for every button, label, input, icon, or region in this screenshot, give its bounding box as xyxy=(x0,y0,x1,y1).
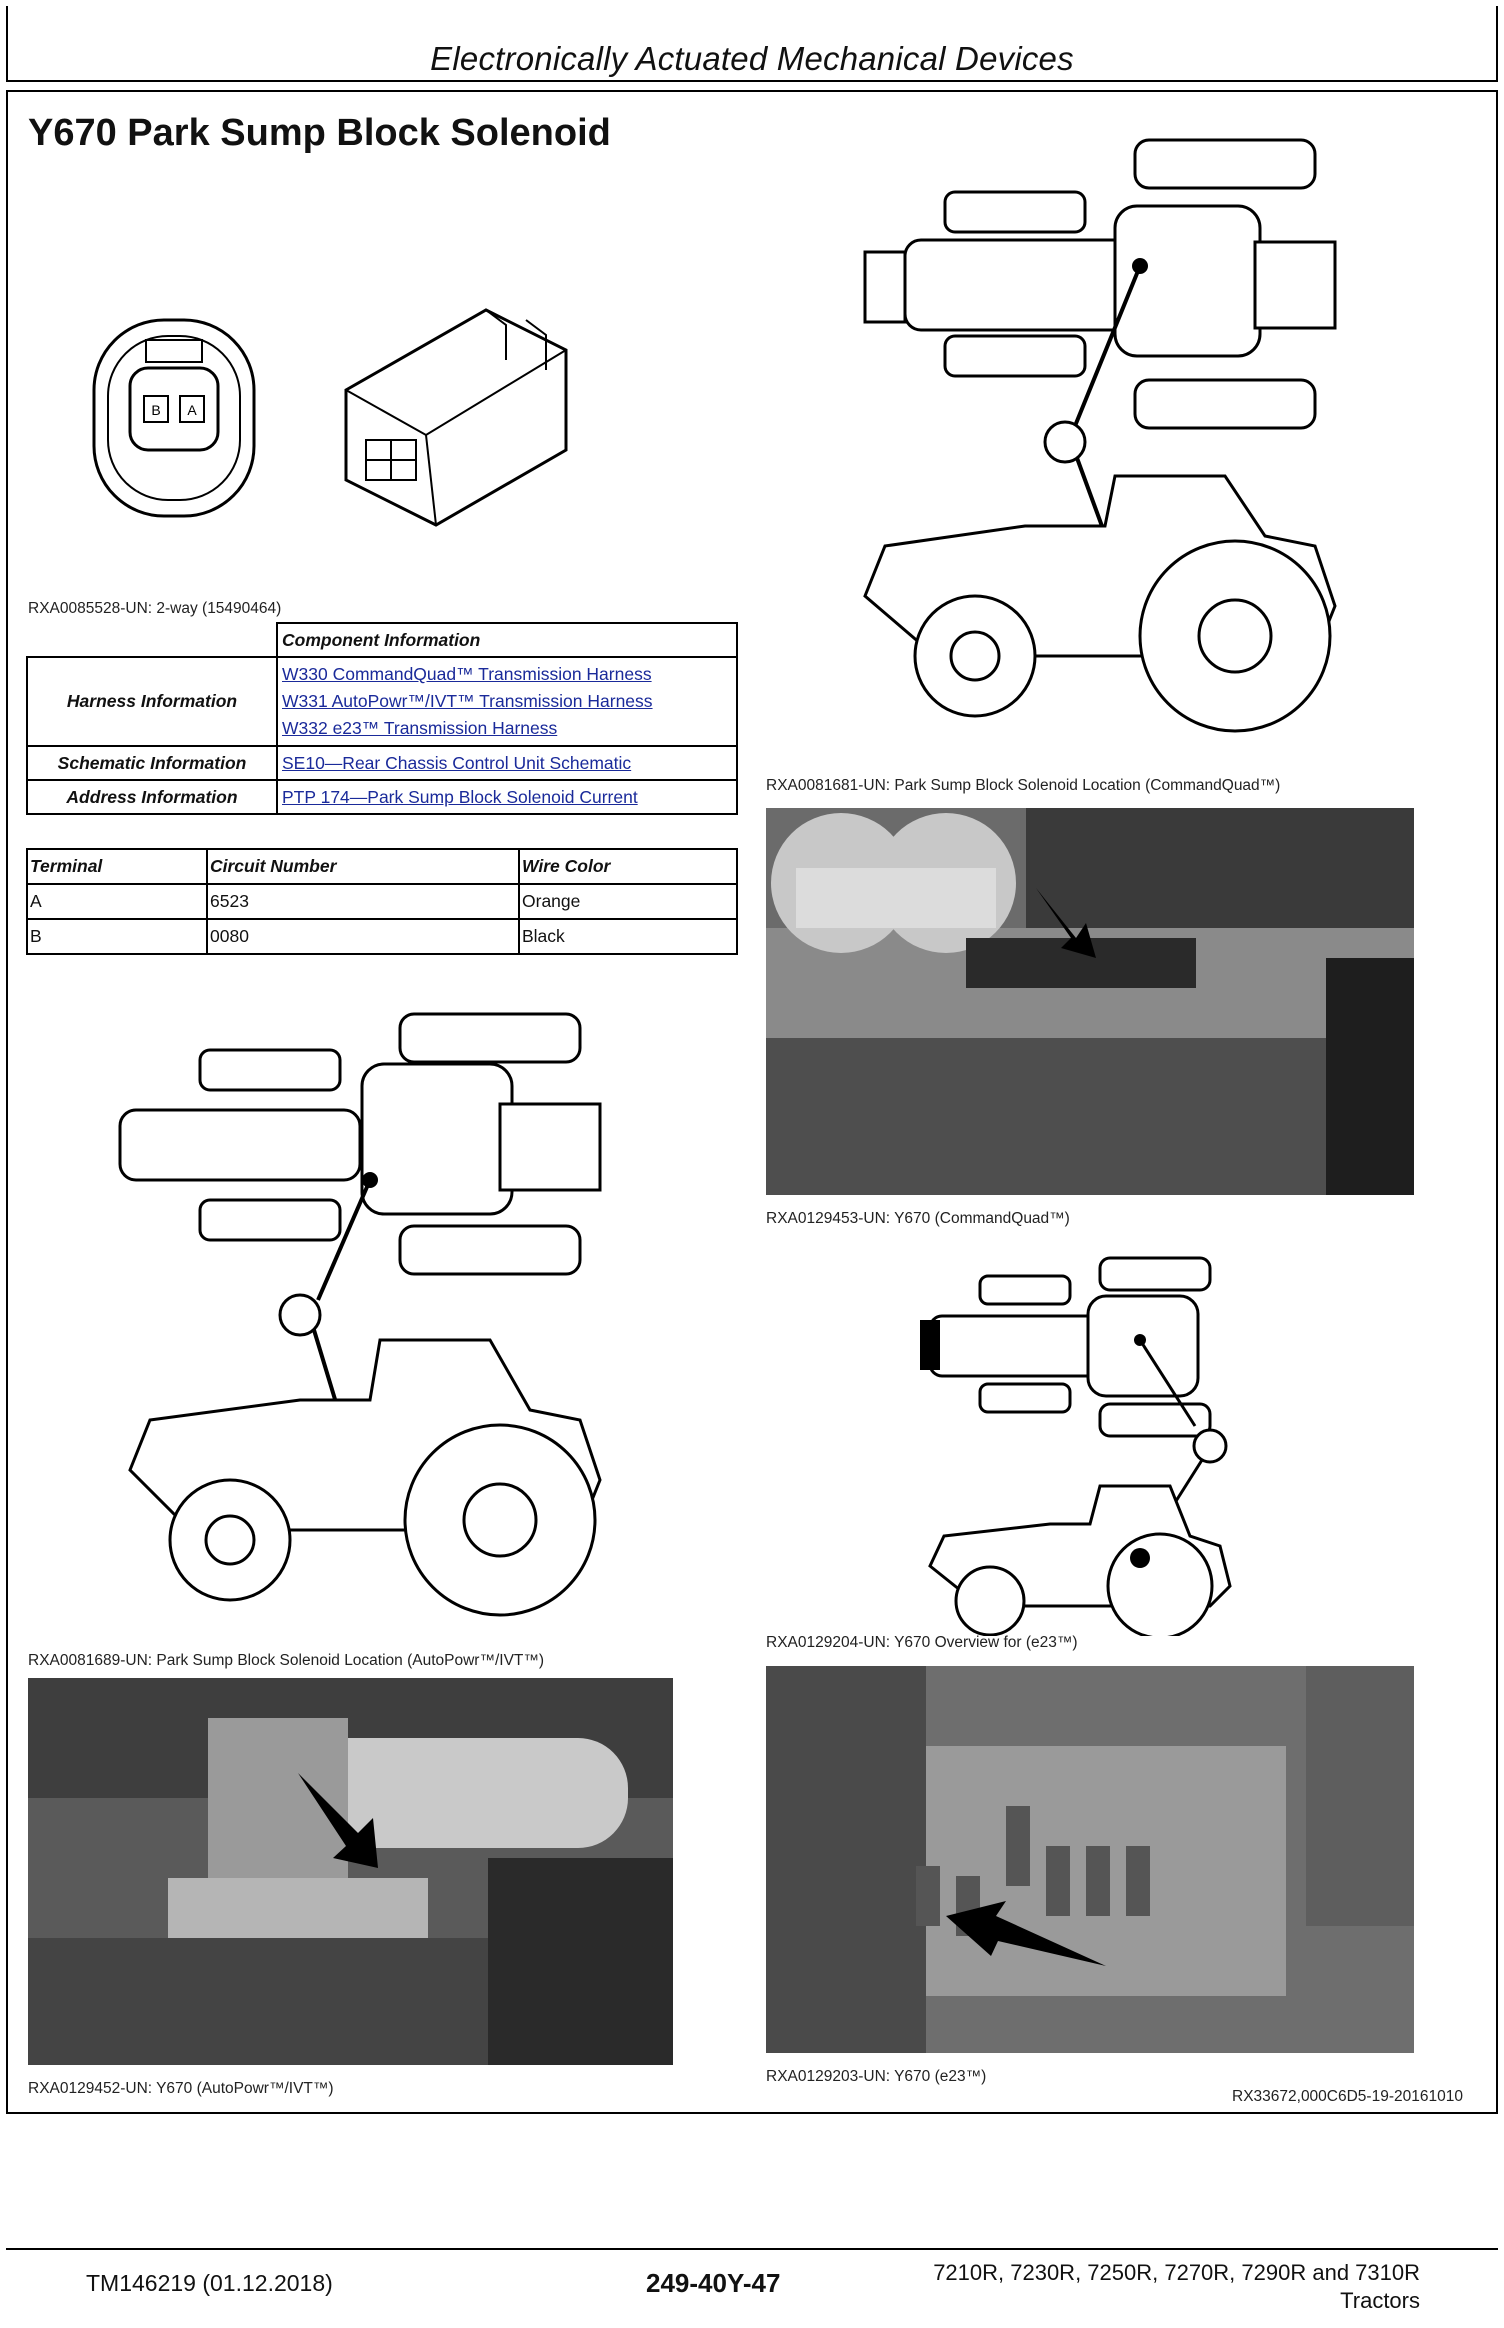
footer-manual-id: TM146219 (01.12.2018) xyxy=(86,2270,333,2296)
circuit-header: Circuit Number xyxy=(206,848,520,885)
address-link[interactable]: PTP 174—Park Sump Block Solenoid Current xyxy=(282,786,638,807)
terminal-cell: A xyxy=(26,883,208,920)
circuit-cell: 6523 xyxy=(206,883,520,920)
harness-link-w332[interactable]: W332 e23™ Transmission Harness xyxy=(282,718,558,738)
circuit-cell: 0080 xyxy=(206,918,520,955)
address-info-label: Address Information xyxy=(26,779,278,815)
autopowr-photo xyxy=(28,1678,673,2065)
footer-type: Tractors xyxy=(1340,2288,1420,2313)
footer-divider xyxy=(6,2248,1498,2250)
tractor-location-drawing-commandquad xyxy=(845,136,1360,776)
tractor-location-drawing-autopowr xyxy=(100,1010,620,1630)
harness-link-w331[interactable]: W331 AutoPowr™/IVT™ Transmission Harness xyxy=(282,691,653,711)
e23-overview-caption: RXA0129204-UN: Y670 Overview for (e23™) xyxy=(766,1634,1078,1651)
harness-info-label: Harness Information xyxy=(26,656,278,747)
e23-photo xyxy=(766,1666,1414,2053)
table-row: A 6523 Orange xyxy=(26,883,738,920)
component-info-header: Component Information xyxy=(276,622,738,658)
footer-page-number: 249-40Y-47 xyxy=(646,2268,781,2298)
terminal-cell: B xyxy=(26,918,208,955)
autopowr-photo-caption: RXA0129452-UN: Y670 (AutoPowr™/IVT™) xyxy=(28,2080,334,2097)
header-title: Electronically Actuated Mechanical Devic… xyxy=(430,40,1074,77)
wire-color-header: Wire Color xyxy=(518,848,738,885)
pin-label-a: A xyxy=(187,402,197,418)
document-id: RX33672,000C6D5-19-20161010 xyxy=(1232,2088,1463,2105)
harness-link-w330[interactable]: W330 CommandQuad™ Transmission Harness xyxy=(282,664,652,684)
table-row: B 0080 Black xyxy=(26,918,738,955)
wire-color-cell: Black xyxy=(518,918,738,955)
component-info-table: Component Information Harness Informatio… xyxy=(26,622,738,815)
pin-label-b: B xyxy=(151,402,160,418)
content-frame xyxy=(6,90,1498,2114)
commandquad-location-caption: RXA0081681-UN: Park Sump Block Solenoid … xyxy=(766,777,1281,794)
e23-photo-caption: RXA0129203-UN: Y670 (e23™) xyxy=(766,2068,987,2085)
commandquad-photo-caption: RXA0129453-UN: Y670 (CommandQuad™) xyxy=(766,1210,1070,1227)
terminal-header: Terminal xyxy=(26,848,208,885)
schematic-info-label: Schematic Information xyxy=(26,745,278,781)
commandquad-photo xyxy=(766,808,1414,1195)
connector-drawing: B A xyxy=(86,300,606,540)
section-title: Y670 Park Sump Block Solenoid xyxy=(28,112,611,154)
schematic-link[interactable]: SE10—Rear Chassis Control Unit Schematic xyxy=(282,752,632,773)
terminal-table: Terminal Circuit Number Wire Color A 652… xyxy=(26,848,738,955)
tractor-overview-drawing-e23 xyxy=(920,1256,1240,1636)
connector-caption: RXA0085528-UN: 2-way (15490464) xyxy=(28,600,282,617)
page-header: Electronically Actuated Mechanical Devic… xyxy=(6,6,1498,82)
wire-color-cell: Orange xyxy=(518,883,738,920)
footer-models: 7210R, 7230R, 7250R, 7270R, 7290R and 73… xyxy=(933,2260,1420,2285)
autopowr-location-caption: RXA0081689-UN: Park Sump Block Solenoid … xyxy=(28,1652,545,1669)
